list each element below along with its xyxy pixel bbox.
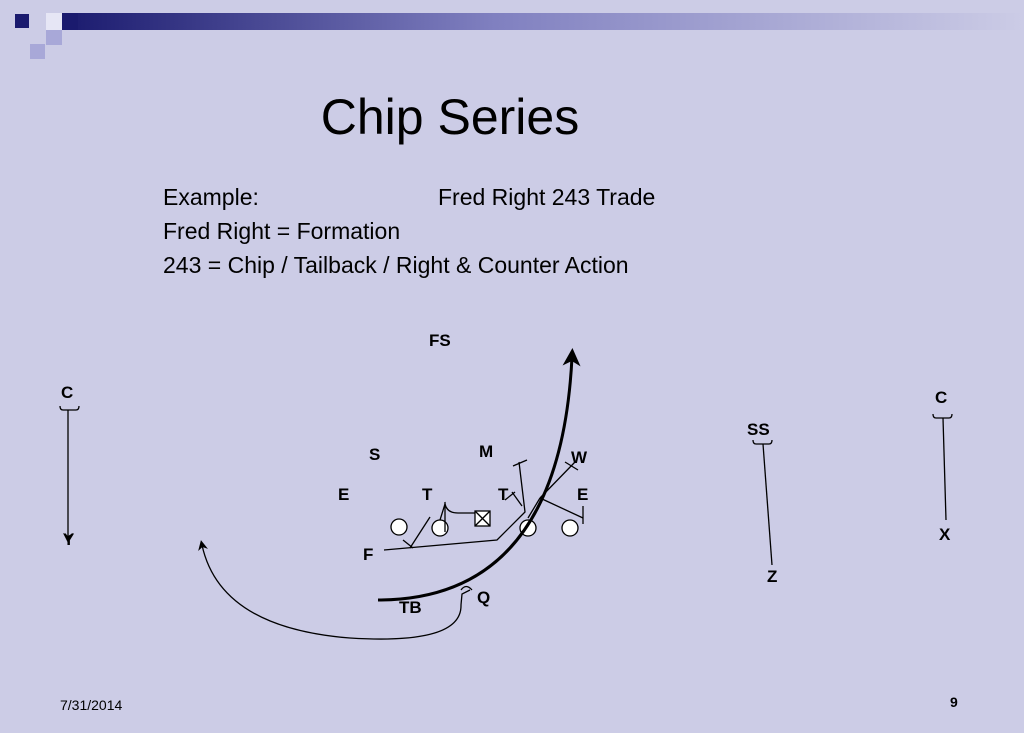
tailback-route bbox=[377, 348, 581, 602]
label-fs: FS bbox=[429, 331, 451, 350]
route-z bbox=[752, 439, 773, 566]
route-x bbox=[932, 413, 953, 521]
header-gradient-bar bbox=[62, 13, 1024, 30]
route-y bbox=[59, 405, 80, 543]
player-circle-1 bbox=[390, 518, 408, 536]
play-call: Fred Right 243 Trade bbox=[438, 184, 656, 210]
header-square-dark-2 bbox=[62, 13, 78, 30]
label-q: Q bbox=[477, 588, 490, 607]
footer-date: 7/31/2014 bbox=[60, 697, 123, 713]
player-circle-4 bbox=[561, 519, 579, 537]
label-z: Z bbox=[767, 567, 777, 586]
header-square-light-2 bbox=[30, 44, 45, 59]
f-motion-path bbox=[383, 461, 526, 551]
qb-counter-route bbox=[198, 540, 473, 640]
label-e-right: E bbox=[577, 485, 588, 504]
header-square-pale bbox=[46, 13, 62, 30]
example-label: Example: bbox=[163, 184, 259, 210]
offensive-line bbox=[390, 510, 579, 537]
slide-title: Chip Series bbox=[0, 88, 900, 146]
label-c-left: C bbox=[61, 383, 73, 402]
label-ss: SS bbox=[747, 420, 770, 439]
body-line-2: Fred Right = Formation bbox=[163, 218, 401, 244]
label-tb: TB bbox=[399, 598, 422, 617]
label-x: X bbox=[939, 525, 951, 544]
slide-body: Example: Fred Right 243 Trade Fred Right … bbox=[163, 180, 655, 282]
page-number: 9 bbox=[950, 694, 958, 710]
label-m: M bbox=[479, 442, 493, 461]
center-x-2 bbox=[474, 510, 491, 527]
header-square-dark bbox=[15, 14, 29, 28]
label-c-right: C bbox=[935, 388, 947, 407]
label-y: Y bbox=[63, 530, 75, 549]
header-square-light bbox=[46, 30, 62, 45]
label-f: F bbox=[363, 545, 373, 564]
body-line-3: 243 = Chip / Tailback / Right & Counter … bbox=[163, 252, 629, 278]
slide-title-text: Chip Series bbox=[320, 89, 580, 145]
label-e-left: E bbox=[338, 485, 349, 504]
body-line-1: Example: Fred Right 243 Trade bbox=[163, 180, 655, 214]
label-t-left: T bbox=[422, 485, 433, 504]
label-s: S bbox=[369, 445, 380, 464]
label-t-right: T bbox=[498, 485, 509, 504]
